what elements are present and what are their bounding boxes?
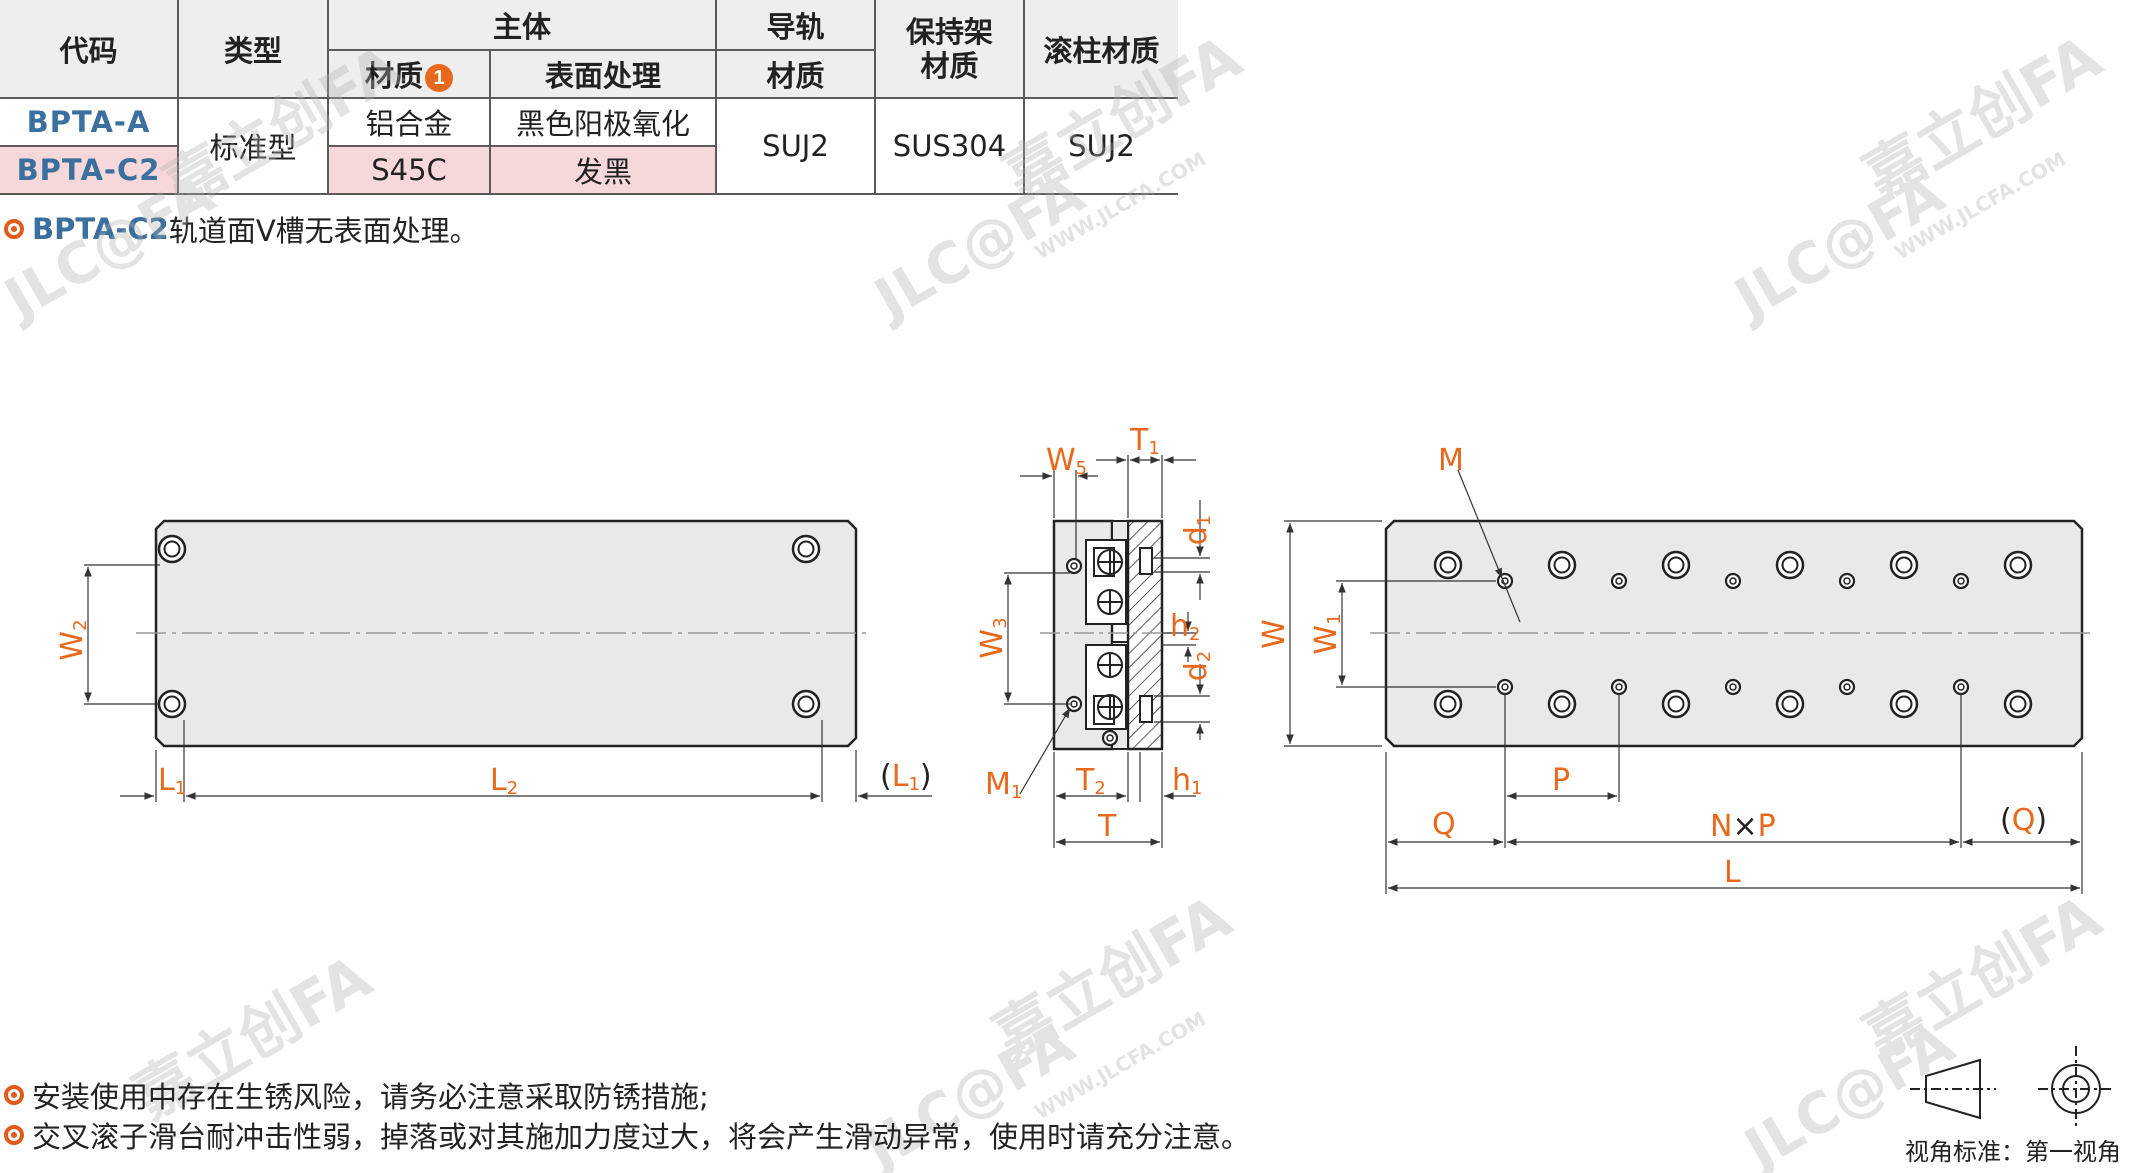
note-code: BPTA-C2 — [32, 212, 169, 246]
dim-l: L — [1724, 855, 1741, 890]
cage-value: SUS304 — [874, 97, 1025, 195]
bullet-icon — [4, 219, 24, 239]
dim-l1-ref: (L1) — [880, 759, 932, 795]
header-code: 代码 — [0, 0, 179, 99]
note-impact: 交叉滚子滑台耐冲击性弱，掉落或对其施加力度过大，将会产生滑动异常，使用时请充分注… — [4, 1114, 1250, 1156]
dim-t2: T2 — [1075, 763, 1106, 799]
note-text: 轨道面V槽无表面处理。 — [168, 214, 479, 248]
rail-value: SUJ2 — [715, 97, 876, 195]
dim-l1: L1 — [158, 763, 186, 799]
row-code: BPTA-A — [0, 97, 179, 147]
dim-h1: h1 — [1172, 763, 1202, 799]
header-roller: 滚柱材质 — [1023, 0, 1178, 99]
mount-hole — [791, 534, 821, 564]
dim-w: W — [1257, 619, 1292, 649]
dim-w3: W3 — [975, 617, 1011, 658]
dim-w1: W1 — [1309, 613, 1345, 654]
dim-d2: d2 — [1179, 651, 1215, 682]
projection-symbol-icon — [1910, 1046, 2114, 1130]
row-code: BPTA-C2 — [0, 145, 179, 195]
watermark-cn: 嘉立创FA — [1853, 882, 2114, 1073]
type-value: 标准型 — [177, 97, 329, 195]
watermark-cn: 嘉立创FA — [153, 32, 414, 223]
material-note-badge: 1 — [425, 64, 453, 92]
watermark-cn: 嘉立创FA — [983, 882, 1244, 1073]
dim-d1: d1 — [1179, 515, 1215, 546]
top-view: M W W1 P Q N×P (Q) L — [1257, 443, 2096, 894]
note-text: 安装使用中存在生锈风险，请务必注意采取防锈措施; — [32, 1080, 709, 1114]
header-rail-material: 材质 — [715, 49, 876, 99]
header-surface: 表面处理 — [489, 49, 717, 99]
mount-hole — [791, 689, 821, 719]
row-material: 铝合金 — [327, 97, 491, 147]
table-row: BPTA-C2 S45C 发黑 — [0, 145, 1178, 195]
roller-value: SUJ2 — [1023, 97, 1178, 195]
dim-t: T — [1097, 809, 1117, 844]
dim-w2: W2 — [55, 619, 91, 660]
row-material: S45C — [327, 145, 491, 195]
dim-q: Q — [1432, 807, 1456, 842]
mount-hole — [157, 689, 187, 719]
dim-h2: h2 — [1170, 609, 1200, 645]
mount-hole — [157, 534, 187, 564]
note-rust: 安装使用中存在生锈风险，请务必注意采取防锈措施; — [4, 1074, 709, 1116]
dim-t1: T1 — [1129, 423, 1160, 459]
projection-caption: 视角标准：第一视角 — [1905, 1138, 2121, 1166]
watermark-cn: 嘉立创FA — [993, 22, 1254, 213]
header-cage: 保持架 材质 — [874, 0, 1025, 99]
bullet-icon — [4, 1125, 24, 1145]
header-type: 类型 — [177, 0, 329, 99]
table-row: BPTA-A 标准型 铝合金 黑色阳极氧化 SUJ2 SUS304 SUJ2 — [0, 97, 1178, 195]
dim-w5: W5 — [1046, 443, 1087, 479]
header-cage-line1: 保持架 — [905, 14, 993, 49]
dim-m1: M1 — [985, 767, 1022, 803]
watermark-cn: 嘉立创FA — [1853, 22, 2114, 213]
row-surface: 黑色阳极氧化 — [489, 97, 717, 147]
row-surface: 发黑 — [489, 145, 717, 195]
dim-m: M — [1438, 443, 1464, 478]
dim-p: P — [1552, 763, 1570, 798]
bullet-icon — [4, 1085, 24, 1105]
bottom-view: W2 L1 L2 (L1) — [55, 519, 932, 802]
header-body: 主体 — [327, 0, 717, 51]
dim-nxp: N×P — [1710, 809, 1776, 844]
end-view: W5 T1 d1 h2 d2 W3 M1 T2 h1 T — [975, 423, 1215, 848]
header-cage-line2: 材质 — [920, 48, 979, 83]
dim-q-ref: (Q) — [2000, 803, 2047, 838]
note-text: 交叉滚子滑台耐冲击性弱，掉落或对其施加力度过大，将会产生滑动异常，使用时请充分注… — [32, 1120, 1251, 1154]
dim-l2: L2 — [490, 763, 518, 799]
header-rail: 导轨 — [715, 0, 876, 51]
header-material-label: 材质 — [364, 59, 423, 93]
